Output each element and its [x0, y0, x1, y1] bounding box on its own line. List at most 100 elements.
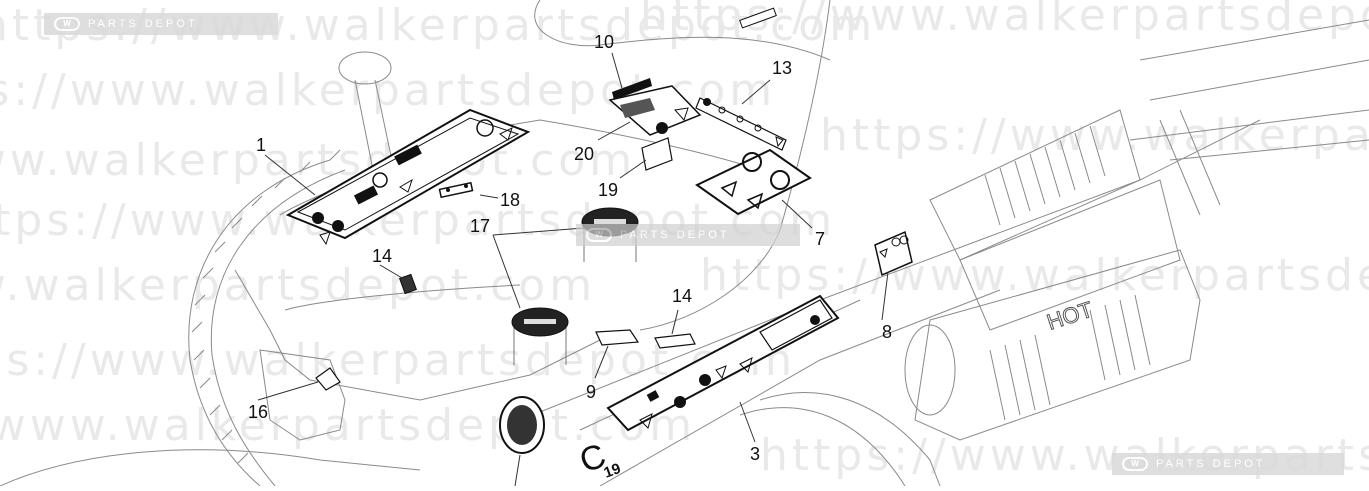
decal-7: [695, 148, 812, 216]
leader-16: [257, 381, 319, 401]
watermark-text: https://www.walkerpartsdepot.com: [0, 135, 636, 186]
decal-9: [595, 329, 640, 346]
hot-label: HOT: [1044, 297, 1096, 335]
leader-round: [514, 454, 521, 487]
warning-triangle-icon: [319, 231, 331, 246]
parts-depot-logo-icon: W: [54, 17, 80, 31]
leader-lines: [257, 52, 889, 487]
leader-20: [597, 121, 631, 141]
warning-triangle-icon: [399, 178, 413, 193]
decal-18-strip: [438, 181, 474, 199]
leader-19: [619, 159, 647, 179]
engine-vents: [984, 125, 1106, 226]
leader-9: [594, 345, 609, 379]
watermark-badge: W PARTS DEPOT: [44, 13, 278, 35]
hood-crease: [284, 284, 521, 311]
rear-wheel-inner: [739, 407, 906, 487]
decals: C 19: [285, 7, 913, 482]
seat-outline: [534, 0, 831, 61]
tire-outline: [210, 169, 346, 487]
decal-8: [874, 230, 913, 277]
decal-14-right: [654, 333, 696, 349]
watermark-text: https://www.walkerpartsdepot.com: [820, 110, 1369, 161]
rear-wheel: [759, 392, 941, 487]
decal-16: [315, 367, 341, 391]
decal-14-small: [398, 273, 418, 295]
engine-side: [959, 179, 1181, 331]
leader-8: [881, 271, 889, 321]
callout-7: 7: [815, 229, 825, 249]
callout-3: 3: [750, 444, 760, 464]
prohibition-icon: [656, 122, 668, 134]
callout-numbers: 1 3 7 8 9 10 13 14 14 16 17 18 19 20: [248, 32, 892, 464]
decal-dot-icon: [312, 212, 324, 224]
callout-1: 1: [256, 135, 266, 155]
decal-3-deck: [606, 294, 840, 432]
tire-tread: [191, 149, 341, 464]
frame-strut: [1159, 109, 1221, 216]
watermark-badge-text: PARTS DEPOT: [1156, 458, 1266, 470]
watermark-badge-text: PARTS DEPOT: [620, 229, 730, 241]
leader-13: [741, 79, 771, 105]
callout-10: 10: [594, 32, 614, 52]
rear-frame: [1129, 19, 1369, 161]
leader-17: [492, 227, 585, 309]
warning-triangle-icon: [499, 127, 513, 141]
prohibition-icon: [476, 119, 494, 137]
decal-operator-panel: [285, 108, 531, 246]
callout-9: 9: [586, 382, 596, 402]
decal-13-strip: [695, 97, 787, 151]
leader-14a: [379, 264, 403, 279]
lower-curve: [0, 449, 421, 487]
leader-1: [264, 154, 316, 196]
warning-triangle-icon: [746, 192, 764, 210]
engine-panel: [929, 109, 1141, 261]
callout-8: 8: [882, 322, 892, 342]
prohibition-icon: [770, 170, 790, 190]
decal-10-20: [608, 78, 702, 136]
steering-knob: [338, 51, 392, 85]
callout-18: 18: [500, 190, 520, 210]
watermark-text: https://www.walkerpartsdepot.com: [700, 250, 1369, 301]
decal-bar: [394, 144, 422, 166]
leader-3: [739, 401, 756, 443]
decal-19-small: [641, 137, 673, 171]
parts-depot-logo-icon: W: [1122, 457, 1148, 471]
watermark-layer: https://www.walkerpartsdepot.com https:/…: [0, 0, 1369, 481]
prohibition-icon: [372, 172, 388, 188]
warning-triangle-icon: [674, 107, 689, 121]
deck-edge: [519, 119, 1261, 421]
decal-round-logo: [499, 396, 545, 454]
leader-10: [611, 52, 623, 89]
watermark-badge-text: PARTS DEPOT: [88, 18, 198, 30]
callout-19: 19: [598, 180, 618, 200]
muffler-end: [904, 324, 956, 416]
callout-16: 16: [248, 402, 268, 422]
decal-top-small: [739, 7, 777, 29]
prohibition-icon: [742, 152, 762, 172]
muffler-body: [914, 249, 1201, 441]
leader-18: [479, 194, 499, 199]
watermark-text: https://www.walkerpartsdepot.com: [0, 260, 596, 311]
decal-bar: [353, 185, 379, 205]
callout-14: 14: [672, 286, 692, 306]
leader-7: [781, 199, 813, 229]
callout-14: 14: [372, 246, 392, 266]
watermark-text: https://www.walkerpartsdepot.com: [0, 400, 696, 451]
watermark-badge: W PARTS DEPOT: [1112, 453, 1344, 475]
front-panel: [259, 349, 346, 441]
parts-depot-logo-icon: W: [586, 228, 612, 242]
deck-lower: [599, 289, 1001, 487]
muffler-fins: [989, 294, 1151, 421]
hood-lower: [234, 269, 601, 401]
c-mark-sub: 19: [602, 460, 623, 482]
callout-20: 20: [574, 144, 594, 164]
callout-13: 13: [772, 58, 792, 78]
warning-triangle-icon: [720, 180, 738, 198]
leader-14b: [671, 309, 679, 335]
callout-17: 17: [470, 216, 490, 236]
decal-dot-icon: [332, 220, 344, 232]
watermark-badge: W PARTS DEPOT: [576, 224, 800, 246]
